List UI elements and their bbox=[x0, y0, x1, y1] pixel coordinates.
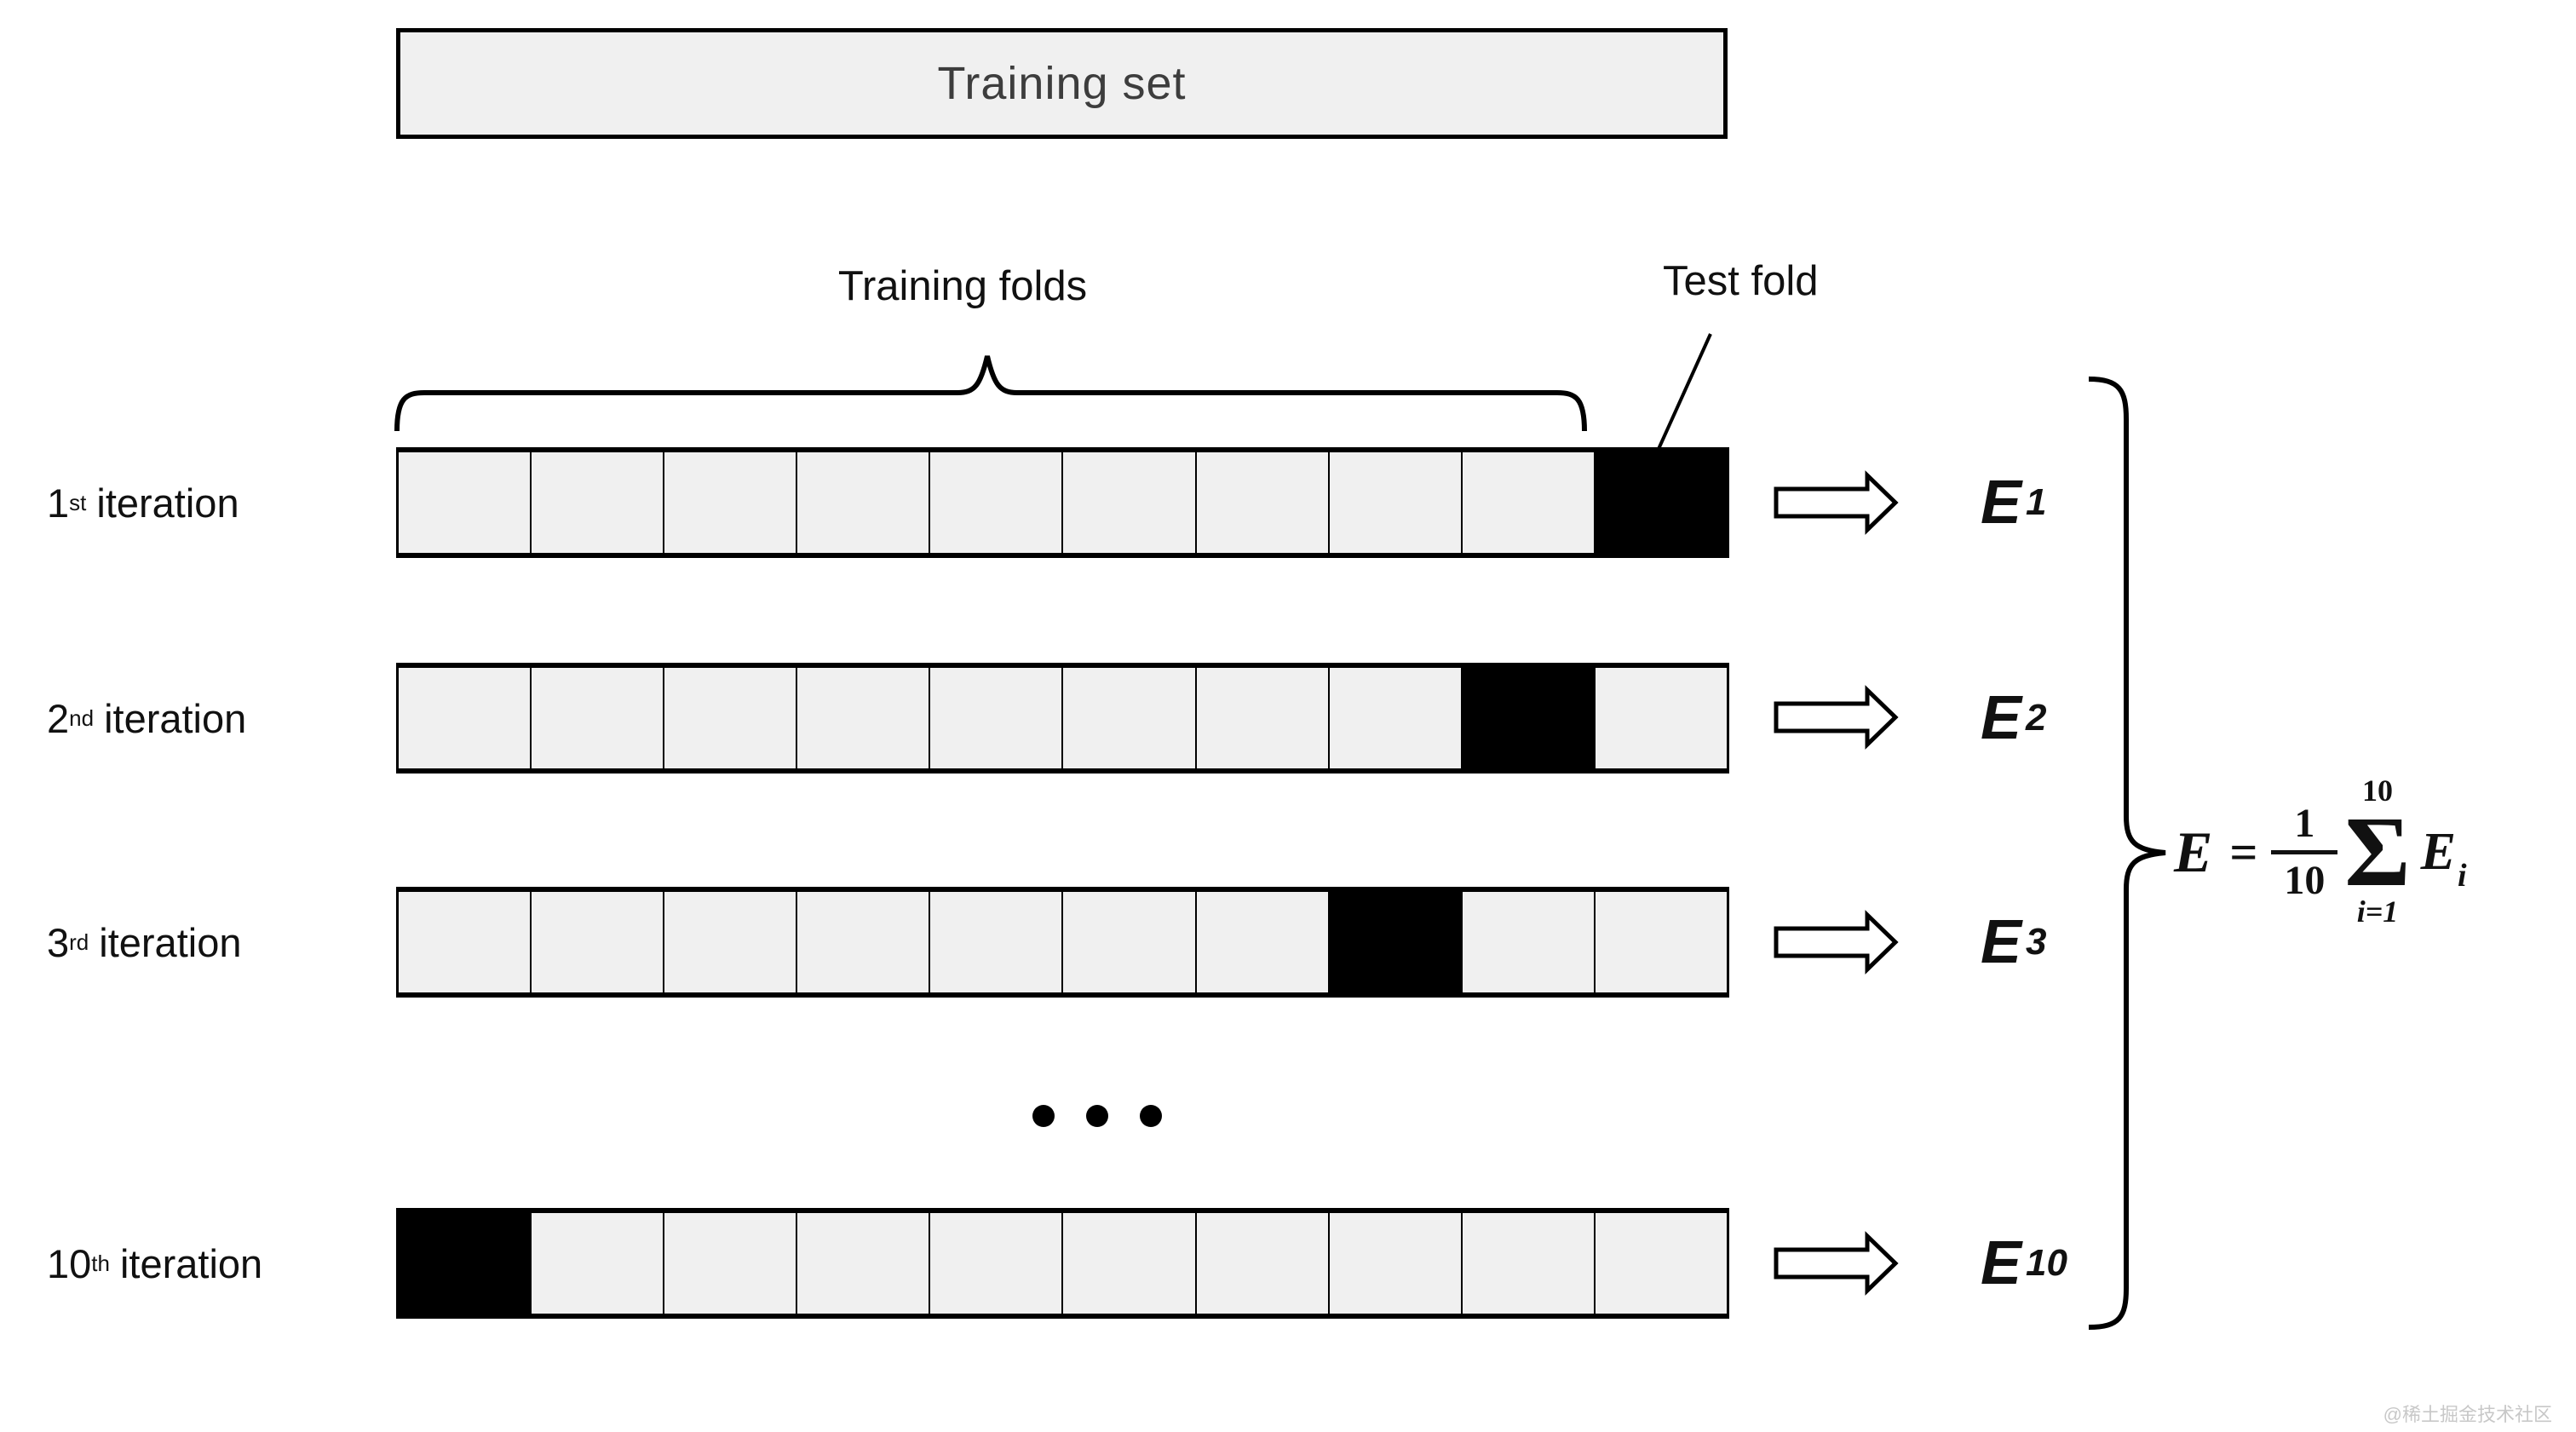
fold-cell bbox=[1329, 1213, 1463, 1314]
fold-cell bbox=[797, 668, 931, 768]
ellipsis-dot bbox=[1032, 1105, 1055, 1127]
test-fold-cell bbox=[1462, 668, 1596, 768]
fold-cell bbox=[664, 1213, 798, 1314]
test-fold-label: Test fold bbox=[1663, 258, 1819, 304]
fold-strip-2 bbox=[396, 663, 1729, 774]
fold-cell bbox=[1063, 892, 1197, 992]
sum-lower-limit: i=1 bbox=[2356, 894, 2399, 929]
fold-cell bbox=[1063, 1213, 1197, 1314]
fold-cell bbox=[532, 452, 665, 553]
formula-summation: 10 Σ i=1 bbox=[2344, 774, 2411, 929]
fold-cell bbox=[1462, 1213, 1596, 1314]
result-arrow-icon-10 bbox=[1774, 1231, 1899, 1296]
fold-cell bbox=[797, 452, 931, 553]
formula-term: Ei bbox=[2420, 822, 2467, 894]
result-arrow-icon-2 bbox=[1774, 685, 1899, 750]
fold-cell bbox=[1196, 892, 1330, 992]
fraction-numerator: 1 bbox=[2294, 800, 2315, 846]
watermark: @稀土掘金技术社区 bbox=[2383, 1404, 2552, 1425]
training-set-box: Training set bbox=[396, 28, 1728, 139]
fold-cell bbox=[1595, 1213, 1727, 1314]
test-fold-cell bbox=[1329, 892, 1463, 992]
fold-strip-1 bbox=[396, 447, 1729, 558]
fold-cell bbox=[399, 452, 532, 553]
fold-cell bbox=[930, 452, 1064, 553]
training-folds-label: Training folds bbox=[837, 263, 1088, 309]
fold-cell bbox=[664, 668, 798, 768]
fold-cell bbox=[1462, 892, 1596, 992]
fraction-denominator: 10 bbox=[2284, 857, 2326, 903]
formula-fraction: 1 10 bbox=[2271, 800, 2338, 903]
fold-cell bbox=[664, 452, 798, 553]
fold-cell bbox=[1329, 668, 1463, 768]
fold-cell bbox=[1063, 668, 1197, 768]
fold-cell bbox=[664, 892, 798, 992]
fold-cell bbox=[532, 668, 665, 768]
fraction-bar bbox=[2271, 849, 2338, 854]
fold-cell bbox=[930, 668, 1064, 768]
training-set-label: Training set bbox=[937, 58, 1187, 109]
fold-cell bbox=[797, 892, 931, 992]
fold-cell bbox=[797, 1213, 931, 1314]
fold-cell bbox=[532, 1213, 665, 1314]
fold-cell bbox=[1196, 452, 1330, 553]
formula-equals: = bbox=[2229, 824, 2258, 880]
fold-strip-3 bbox=[396, 887, 1729, 998]
test-fold-cell bbox=[1595, 452, 1727, 553]
test-fold-cell bbox=[399, 1213, 532, 1314]
fold-cell bbox=[1196, 668, 1330, 768]
fold-strip-10 bbox=[396, 1208, 1729, 1319]
training-folds-brace bbox=[394, 355, 1587, 432]
fold-cell bbox=[532, 892, 665, 992]
sum-upper-limit: 10 bbox=[2362, 774, 2393, 808]
ellipsis-dot bbox=[1086, 1105, 1108, 1127]
fold-cell bbox=[930, 892, 1064, 992]
sigma-icon: Σ bbox=[2344, 796, 2411, 908]
fold-cell bbox=[1595, 892, 1727, 992]
fold-cell bbox=[1063, 452, 1197, 553]
test-fold-pointer-line bbox=[1657, 333, 1712, 450]
result-arrow-icon-3 bbox=[1774, 910, 1899, 975]
formula-lhs: E bbox=[2174, 819, 2213, 884]
fold-cell bbox=[1595, 668, 1727, 768]
average-error-formula: E = 1 10 10 Σ i=1 Ei bbox=[2174, 728, 2467, 975]
fold-cell bbox=[1196, 1213, 1330, 1314]
right-brace bbox=[2088, 377, 2166, 1330]
result-arrow-icon-1 bbox=[1774, 470, 1899, 535]
fold-cell bbox=[399, 668, 532, 768]
fold-cell bbox=[930, 1213, 1064, 1314]
ellipsis-dot bbox=[1140, 1105, 1162, 1127]
fold-cell bbox=[1462, 452, 1596, 553]
fold-cell bbox=[1329, 452, 1463, 553]
fold-cell bbox=[399, 892, 532, 992]
